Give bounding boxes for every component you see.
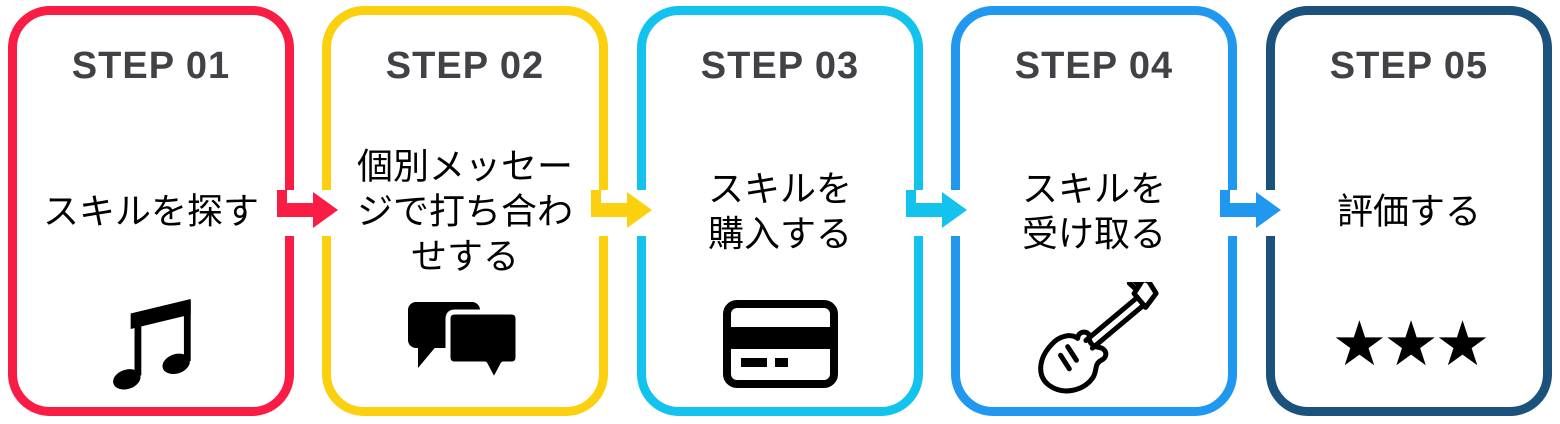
arrow-right-icon: [277, 190, 338, 228]
step-description: スキルを 受け取る: [1021, 168, 1166, 254]
step-card-2: STEP 02 個別メッセー ジで打ち合わ せする: [322, 6, 608, 416]
electric-guitar-icon: [960, 281, 1228, 403]
step-number-label: STEP 02: [385, 45, 545, 87]
credit-card-icon: [646, 285, 914, 403]
flow-arrow-1: [277, 190, 339, 236]
music-note-icon: [17, 285, 285, 403]
chat-bubbles-icon: [331, 285, 599, 403]
arrow-right-icon: [1220, 190, 1281, 228]
flow-arrow-3: [906, 190, 968, 236]
three-stars: ★★★: [1331, 307, 1491, 380]
star-rating-icon: ★★★: [1275, 285, 1543, 403]
step-number-label: STEP 03: [700, 45, 860, 87]
step-description: 個別メッセー ジで打ち合わ せする: [356, 145, 573, 277]
step-number-label: STEP 01: [71, 45, 231, 87]
flow-arrow-4: [1220, 190, 1282, 236]
step-description: 評価する: [1336, 190, 1481, 232]
step-card-3: STEP 03 スキルを 購入する: [637, 6, 923, 416]
arrow-right-icon: [906, 190, 967, 228]
flow-arrow-2: [591, 190, 653, 236]
step-number-label: STEP 05: [1329, 45, 1489, 87]
arrow-right-icon: [591, 190, 652, 228]
step-description: スキルを 購入する: [707, 168, 852, 254]
step-number-label: STEP 04: [1014, 45, 1174, 87]
step-card-5: STEP 05 評価する ★★★: [1266, 6, 1552, 416]
step-description: スキルを探す: [42, 190, 259, 232]
step-card-4: STEP 04 スキルを 受け取る: [951, 6, 1237, 416]
step-card-1: STEP 01 スキルを探す: [8, 6, 294, 416]
